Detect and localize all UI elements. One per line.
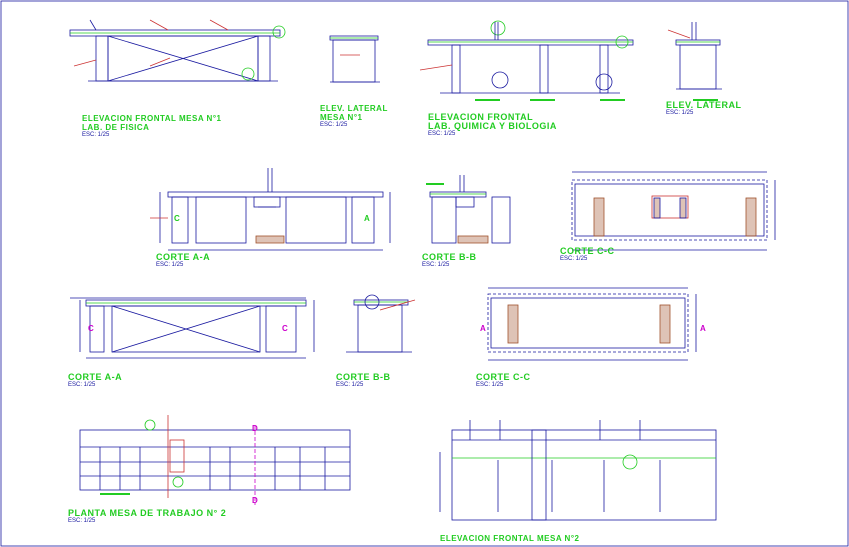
elevation-front-table-2 <box>439 420 717 521</box>
elevation-side-table-2 <box>667 22 722 101</box>
scale-elev-frontal-fisica: ESC: 1/25 <box>82 132 110 138</box>
section-c-c-2 <box>487 287 697 361</box>
section-a-a-1 <box>150 168 391 251</box>
scale-corte-cc-1: ESC: 1/25 <box>560 256 588 262</box>
title-elev-lateral-1-a: ELEV. LATERAL <box>320 104 388 113</box>
title-elev-lateral-1-b: MESA N°1 <box>320 113 363 122</box>
section-c-c-1 <box>571 171 776 251</box>
title-planta-mesa: PLANTA MESA DE TRABAJO N° 2 <box>68 508 227 518</box>
scale-elev-lateral-2: ESC: 1/25 <box>666 110 694 116</box>
scale-corte-aa-2: ESC: 1/25 <box>68 382 96 388</box>
elevation-front-table-1 <box>69 19 286 82</box>
title-elev-frontal-mesa-2: ELEVACION FRONTAL MESA N°2 <box>440 534 580 543</box>
scale-corte-cc-2: ESC: 1/25 <box>476 382 504 388</box>
section-mark-a-left-2: A <box>480 324 487 333</box>
scale-elev-frontal-quimica: ESC: 1/25 <box>428 131 456 137</box>
title-elev-lateral-2: ELEV. LATERAL <box>666 100 742 110</box>
title-elev-frontal-fisica-1: ELEVACION FRONTAL MESA N°1 <box>82 114 222 123</box>
section-mark-d-top: D <box>252 424 259 433</box>
scale-corte-bb-1: ESC: 1/25 <box>422 262 450 268</box>
scale-corte-bb-2: ESC: 1/25 <box>336 382 364 388</box>
section-mark-d-bottom: D <box>252 496 259 505</box>
title-corte-cc-1: CORTE C-C <box>560 246 615 256</box>
title-corte-cc-2: CORTE C-C <box>476 372 531 382</box>
title-corte-bb-2: CORTE B-B <box>336 372 391 382</box>
section-mark-a-right-2: A <box>700 324 707 333</box>
section-b-b-1 <box>426 175 511 244</box>
title-elev-frontal-quimica-2: LAB. QUIMICA Y BIOLOGIA <box>428 121 557 131</box>
elevation-front-chem-lab <box>419 20 634 101</box>
section-a-a-2 <box>70 297 315 359</box>
scale-corte-aa-1: ESC: 1/25 <box>156 262 184 268</box>
plan-work-table-2 <box>79 415 351 505</box>
section-mark-c-left: C <box>174 214 181 223</box>
section-mark-a-left: A <box>364 214 371 223</box>
section-b-b-2 <box>346 294 416 353</box>
title-corte-aa-2: CORTE A-A <box>68 372 123 382</box>
elevation-side-table-1 <box>329 35 380 83</box>
scale-planta-mesa: ESC: 1/25 <box>68 518 96 524</box>
section-mark-c-left-2: C <box>88 324 95 333</box>
title-corte-bb-1: CORTE B-B <box>422 252 477 262</box>
scale-elev-lateral-1: ESC: 1/25 <box>320 122 348 128</box>
title-corte-aa-1: CORTE A-A <box>156 252 211 262</box>
title-elev-frontal-fisica-2: LAB. DE FISICA <box>82 123 150 132</box>
title-elev-frontal-quimica-1: ELEVACION FRONTAL <box>428 112 534 122</box>
section-mark-c-right-2: C <box>282 324 289 333</box>
